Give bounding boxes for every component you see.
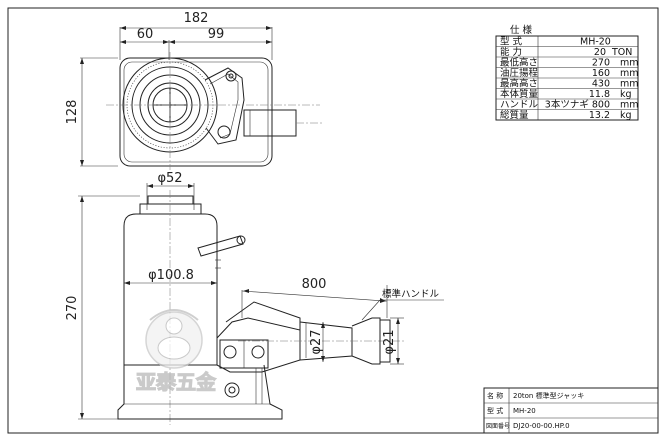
spec-label-stroke: 油圧揚程 xyxy=(500,67,539,79)
title-block: 名 称 20ton 標準型ジャッキ 型 式 MH-20 図面番号 DJ20-00… xyxy=(483,387,659,434)
handle-callout: 標準ハンドル xyxy=(382,288,440,300)
dim-left-width: 60 xyxy=(137,27,154,42)
spec-value-body-mass: 11.8 xyxy=(589,89,610,100)
title-label-name: 名 称 xyxy=(487,391,503,400)
dim-saddle-dia: φ52 xyxy=(157,171,182,186)
title-label-drawing-no: 図面番号 xyxy=(486,423,510,430)
spec-value-max-height: 430 xyxy=(592,79,610,90)
dim-right-width: 99 xyxy=(208,27,225,42)
spec-unit-max-height: mm xyxy=(620,79,639,90)
spec-unit-stroke: mm xyxy=(620,68,639,79)
title-value-model: MH-20 xyxy=(513,407,536,415)
title-value-drawing-no: DJ20-00-00.HP.0 xyxy=(513,422,570,430)
spec-value-capacity: 20 xyxy=(594,47,606,58)
dim-plan-height: 128 xyxy=(65,100,80,125)
dim-handle-socket-dia: φ27 xyxy=(309,329,324,354)
spec-unit-total-mass: kg xyxy=(620,110,632,121)
dim-overall-width: 182 xyxy=(184,11,209,26)
sheet-border xyxy=(7,7,659,434)
spec-label-model: 型 式 xyxy=(500,36,523,48)
spec-label-capacity: 能 力 xyxy=(500,46,522,58)
spec-unit-min-height: mm xyxy=(620,58,639,69)
spec-label-max-height: 最高高さ xyxy=(500,78,538,90)
spec-unit-handle: mm xyxy=(620,100,639,111)
dim-handle-end-dia: φ21 xyxy=(382,329,397,354)
spec-value-min-height: 270 xyxy=(592,58,610,69)
title-label-model: 型 式 xyxy=(487,406,503,415)
spec-value-handle: 3本ツナギ 800 xyxy=(545,99,610,111)
spec-table: 仕 様 型 式 MH-20 能 力 20 TON 最低高さ 270 mm 油圧揚… xyxy=(495,24,639,121)
spec-value-total-mass: 13.2 xyxy=(589,110,610,121)
spec-unit-capacity: TON xyxy=(611,47,632,58)
spec-label-body-mass: 本体質量 xyxy=(500,88,539,100)
spec-label-min-height: 最低高さ xyxy=(500,57,538,69)
watermark-logo: 亚泰五金 xyxy=(135,309,218,395)
spec-unit-body-mass: kg xyxy=(620,89,632,100)
spec-label-total-mass: 総質量 xyxy=(500,109,529,121)
spec-value-stroke: 160 xyxy=(592,68,610,79)
watermark-text: 亚泰五金 xyxy=(136,370,217,394)
title-value-name: 20ton 標準型ジャッキ xyxy=(513,391,584,400)
dim-handle-length: 800 xyxy=(302,277,327,292)
dim-total-height: 270 xyxy=(65,296,80,321)
plan-view: 182 60 99 128 xyxy=(65,11,322,170)
spec-table-header: 仕 様 xyxy=(510,24,533,36)
front-view: φ52 270 φ100.8 xyxy=(65,171,444,425)
spec-label-handle: ハンドル xyxy=(500,100,539,111)
dim-body-dia: φ100.8 xyxy=(148,268,194,283)
spec-value-model: MH-20 xyxy=(580,37,611,48)
